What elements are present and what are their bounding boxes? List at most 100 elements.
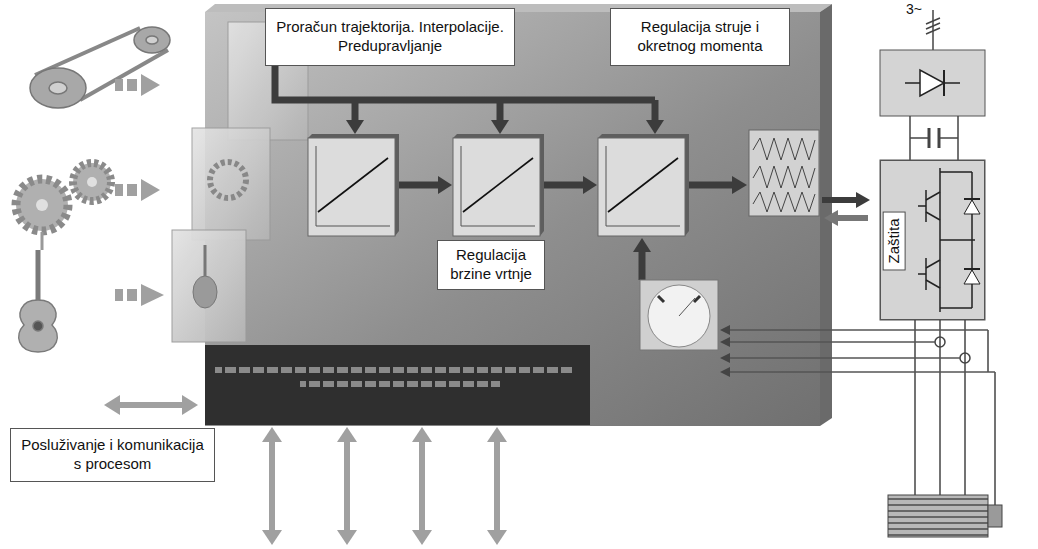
inverter-block [940,307,972,309]
node-text: Posluživanje i komunikacija s procesom [19,436,206,474]
gear-set [16,163,111,250]
controller-block [598,138,685,236]
encoder-dial [679,298,695,316]
node-text: Regulacija struje i okretnog momenta [619,18,781,56]
controller-block [308,134,689,236]
input-arrow [115,184,123,196]
signal-arrow [583,176,597,194]
motor-cable [987,330,989,372]
signal-arrow [686,182,734,189]
belt-pulley [80,50,168,100]
communication-arrow [337,530,357,545]
gear-set [78,168,106,196]
belt-pulley [146,36,158,44]
controller-block [318,158,388,212]
controller-block [453,138,540,236]
dc-link-capacitor [910,116,958,160]
encoder-dial [640,280,718,350]
application-card [192,128,270,240]
input-arrow [141,284,164,306]
motor-cable [728,357,960,359]
motor-symbol [988,505,1002,527]
feedback-arrow [720,367,730,377]
inverter-block [926,212,940,220]
inverter-block [918,168,975,312]
communication-arrow [419,440,425,532]
communication-arrow [344,440,350,532]
inverter-block [964,270,980,284]
gear-set [41,232,44,250]
signal-arrow [633,238,651,252]
signal-arrow [639,250,646,280]
belt-pulley [30,27,170,108]
communication-arrow [494,440,500,532]
motor-cable [914,320,916,495]
gear-set [73,163,111,201]
signal-arrow [438,176,452,194]
rectifier-block [943,70,945,96]
communication-arrow [412,427,432,442]
feedback-arrow [720,353,730,363]
encoder-dial [640,280,718,350]
input-arrow [115,79,123,91]
bus-band [300,380,500,394]
controller-block [463,158,533,212]
gear-set [36,199,48,211]
gear-set [22,185,62,225]
rectifier-block [920,70,944,96]
motor-symbol [888,495,988,537]
dc-link-capacitor [939,137,958,139]
controller-block [316,146,317,226]
controller-block [308,138,395,236]
pwm-block [749,130,819,216]
communication-arrow [104,395,120,415]
controller-block [461,146,462,226]
communication-arrow [269,440,275,532]
motor-cable [960,353,970,363]
node-text: Zaštita [883,211,906,270]
application-card [193,276,217,308]
pwm-block [753,192,815,212]
controller-block [606,146,607,226]
encoder-dial [648,285,710,347]
motor-cable [728,371,995,373]
dc-link-capacitor [910,137,929,139]
inverter-block [964,198,980,200]
belt-pulley [30,68,86,108]
feedback-arrow [720,337,730,347]
guitar-figure [33,321,43,331]
signal-arrow [822,197,858,203]
application-card [204,245,207,276]
signal-arrow [395,182,440,189]
motor-cable [728,341,935,343]
motor-cable [964,320,966,495]
communication-arrow [487,427,507,442]
task-box: Regulacija brzine vrtnje [437,240,545,290]
signal-arrow [491,120,509,134]
input-arrow [141,74,160,96]
controller-block [608,158,678,212]
communication-arrow [412,530,432,545]
task-box: Regulacija struje i okretnog momenta [610,8,790,66]
inverter-block [926,192,940,200]
bus-band [205,345,590,425]
input-arrow [115,74,164,306]
application-card [210,162,246,198]
encoder-dial [658,296,664,302]
communication-arrow [118,402,185,408]
communication-arrow [487,530,507,545]
controller-block [606,226,680,227]
node-text: Regulacija brzine vrtnje [446,246,536,284]
motor-cable [994,372,996,510]
controller-block [316,226,390,227]
input-arrow [141,179,160,201]
communication-arrow [337,427,357,442]
signal-arrow [836,215,868,221]
controller-block [461,226,535,227]
inverter-block [880,160,985,320]
inverter-block [964,268,980,270]
motor-cable [728,329,988,331]
guitar-figure [19,300,58,352]
communication-arrow [262,427,282,442]
